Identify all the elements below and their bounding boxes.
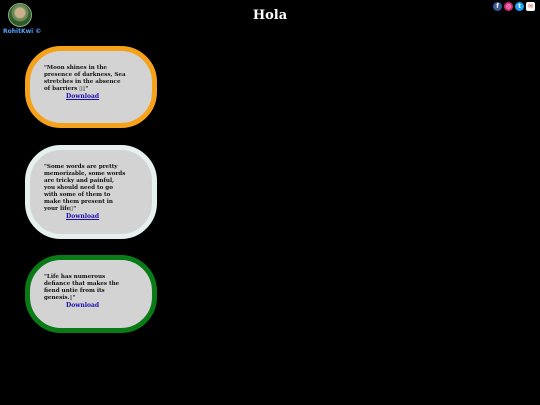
logo-text: RohitKwi © <box>3 28 42 35</box>
social-links: f ◎ t ✉ <box>493 2 535 11</box>
quote-card: "Life has numerous defiance that makes t… <box>25 255 157 333</box>
quote-text: "Moon shines in the presence of darkness… <box>44 65 126 92</box>
download-link[interactable]: Download <box>66 302 100 309</box>
facebook-icon[interactable]: f <box>493 2 502 11</box>
quote-card: "Moon shines in the presence of darkness… <box>25 46 157 128</box>
download-link[interactable]: Download <box>66 93 100 100</box>
page-title: Hola <box>252 8 288 23</box>
quote-text: "Life has numerous defiance that makes t… <box>44 274 120 301</box>
site-logo[interactable]: RohitKwi © <box>3 3 42 35</box>
download-link[interactable]: Download <box>66 213 100 220</box>
quote-card: "Some words are pretty memorizable, some… <box>25 145 157 239</box>
instagram-icon[interactable]: ◎ <box>504 2 513 11</box>
avatar <box>8 3 32 27</box>
mail-icon[interactable]: ✉ <box>526 2 535 11</box>
quote-text: "Some words are pretty memorizable, some… <box>44 164 126 212</box>
twitter-icon[interactable]: t <box>515 2 524 11</box>
